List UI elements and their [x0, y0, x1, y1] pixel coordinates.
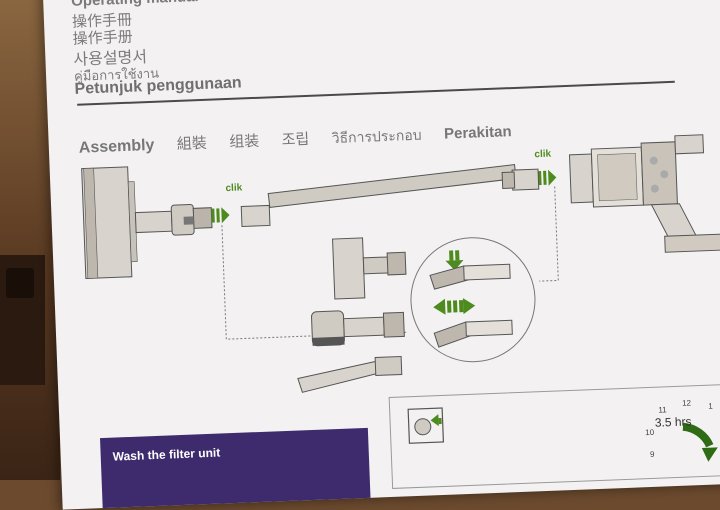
- green-arrow-1: [211, 207, 230, 224]
- clock-number-9: 9: [649, 449, 655, 460]
- assembly-diagram: [81, 134, 720, 393]
- wash-filter-panel: Wash the filter unit: [100, 427, 371, 510]
- wand-illustration: [240, 164, 540, 228]
- crevice-tool-illustration: [297, 355, 403, 393]
- clock-number-1: 1: [708, 401, 713, 411]
- brush-tool-illustration: [311, 310, 405, 347]
- main-body-illustration: [568, 134, 720, 253]
- combination-tool-detail: [410, 237, 536, 363]
- drying-time-label: 3.5 hrs: [654, 414, 692, 430]
- floor-head-illustration: [81, 166, 213, 280]
- clock-number-11: 11: [658, 405, 667, 415]
- clock-number-10: 10: [645, 427, 655, 438]
- connector-right: [539, 186, 559, 282]
- connector-left: [221, 225, 409, 340]
- wash-filter-text: Wash the filter unit: [112, 445, 221, 464]
- drying-time-panel: 9 10 11 12 1 2 3 3.5 hrs: [388, 383, 720, 489]
- background-object: [6, 268, 34, 298]
- clock-number-12: 12: [681, 398, 692, 408]
- drying-diagram: [407, 407, 718, 462]
- manual-page: Operating manual 操作手冊 操作手册 사용설명서 คู่มือก…: [42, 0, 720, 510]
- green-arrow-2: [538, 169, 557, 186]
- mini-motorhead-illustration: [332, 237, 407, 300]
